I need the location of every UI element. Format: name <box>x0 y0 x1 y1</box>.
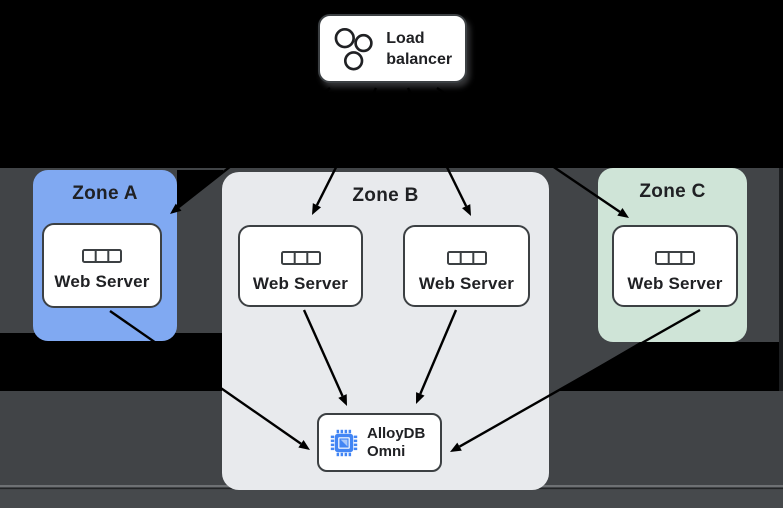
web-server-node-zone-b-1: Web Server <box>238 225 363 307</box>
alloydb-chip-icon <box>330 429 358 456</box>
web-server-node-zone-a: Web Server <box>42 223 162 308</box>
web-server-label: Web Server <box>418 274 515 293</box>
web-server-label: Web Server <box>252 274 349 293</box>
render-artifact-left-band <box>0 333 225 391</box>
zone-b-title: Zone B <box>352 185 419 206</box>
server-tray-icon <box>280 251 321 265</box>
load-balancer-node: Load balancer <box>318 14 467 83</box>
web-server-node-zone-c: Web Server <box>612 225 738 307</box>
render-artifact-gap-wedge <box>177 170 223 208</box>
web-server-node-zone-b-2: Web Server <box>403 225 530 307</box>
alloydb-omni-node: AlloyDB Omni <box>317 413 442 472</box>
render-artifact-right-band <box>556 342 783 391</box>
server-tray-icon <box>446 251 487 265</box>
web-server-label: Web Server <box>627 274 723 293</box>
server-tray-icon <box>655 251 695 265</box>
zone-c-title: Zone C <box>639 181 706 202</box>
server-tray-icon <box>82 249 122 263</box>
web-server-label: Web Server <box>54 272 150 291</box>
load-balancer-label: Load balancer <box>386 29 453 68</box>
load-balancer-circles-icon <box>334 27 373 71</box>
render-artifact-right-edge <box>779 168 783 391</box>
zone-a-title: Zone A <box>72 183 138 204</box>
bottom-strip <box>0 490 783 508</box>
alloydb-omni-label: AlloyDB Omni <box>367 424 426 460</box>
